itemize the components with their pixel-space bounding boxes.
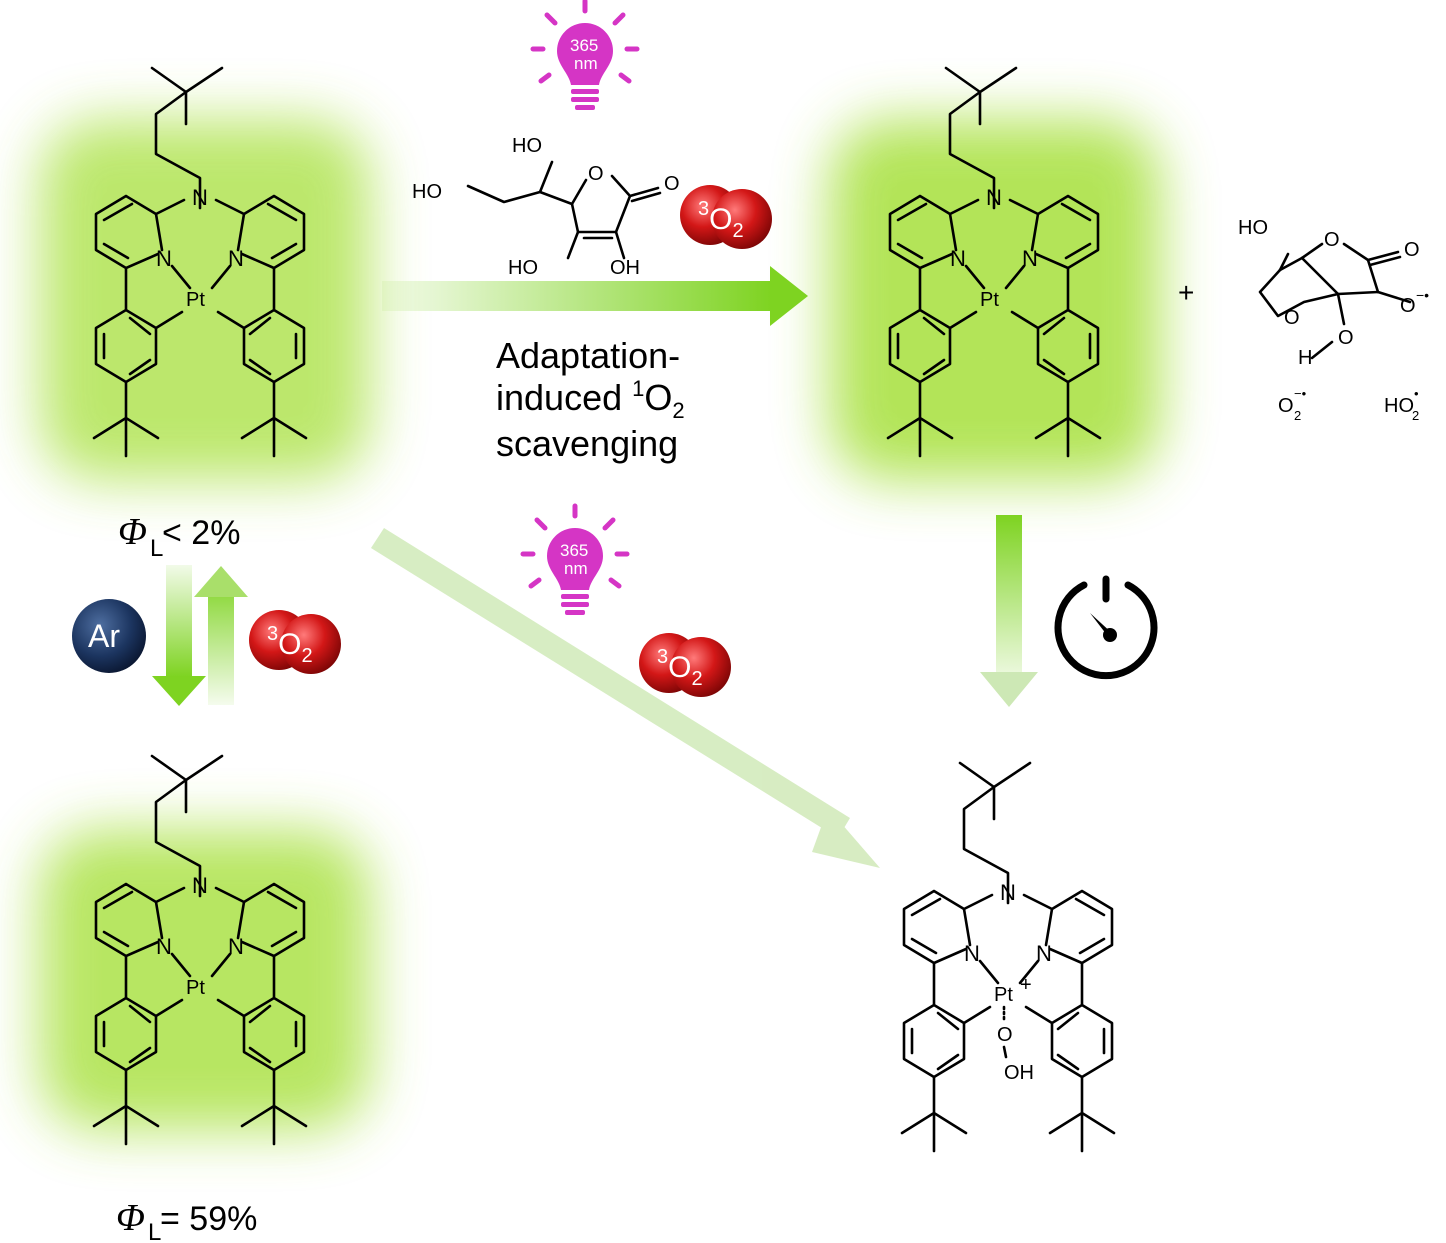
atom-n-right: N: [1022, 246, 1038, 271]
o2-base: O: [709, 203, 732, 236]
phi-value-top: < 2%: [162, 514, 240, 552]
quantum-yield-top: Φ L < 2%: [118, 511, 240, 562]
arrow-argon-down: [152, 565, 206, 706]
ascorbic-acid: HO HO O O HO OH: [412, 135, 680, 279]
ascorbate-ring-o: O: [588, 163, 604, 185]
process-line-3: scavenging: [496, 423, 678, 464]
hydroperoxyl-sub: 2: [1412, 408, 1419, 423]
atom-n-right: N: [228, 934, 244, 959]
quantum-yield-bottom: Φ L = 59%: [116, 1197, 257, 1243]
arrow-diagonal: [371, 528, 880, 868]
atom-n-right: N: [228, 246, 244, 271]
atom-oh-peroxo: OH: [1004, 1062, 1034, 1084]
process-line-2-sub: 2: [672, 398, 684, 423]
pt-complex-top-left: N N N Pt: [92, 66, 308, 458]
argon-icon: Ar: [72, 599, 146, 673]
ascorbate-ho-left: HO: [412, 181, 442, 203]
atom-pt: Pt: [186, 289, 205, 311]
product-dehydroascorbate: HO O O O O −• H O O 2 −• HO 2 •: [1238, 217, 1429, 423]
phi-symbol: Φ: [116, 1197, 145, 1239]
pt-complex-bottom-right-hydroperoxo: N N N Pt + O OH: [900, 761, 1116, 1153]
o2-sup: 3: [698, 198, 709, 220]
phi-value-bottom: = 59%: [160, 1200, 257, 1238]
bulb-365nm-icon-top: 365 nm: [530, 0, 640, 110]
svg-text:induced 1O2: induced 1O2: [496, 376, 685, 423]
glow-top-right: [830, 120, 1160, 480]
product-o-minus: O: [1400, 295, 1416, 317]
argon-label: Ar: [88, 618, 120, 654]
atom-n-right: N: [1036, 941, 1052, 966]
atom-n-bridge: N: [986, 185, 1002, 210]
plus-sign: +: [1178, 277, 1194, 308]
o2-base: O: [278, 628, 301, 661]
glow-bottom-left: [40, 830, 370, 1130]
o2-sub: 2: [691, 668, 702, 690]
atom-o-peroxo: O: [997, 1024, 1013, 1046]
product-h: H: [1298, 347, 1312, 369]
bulb-unit: nm: [564, 559, 588, 578]
phi-symbol: Φ: [118, 511, 147, 553]
product-carbonyl-o: O: [1404, 239, 1420, 261]
pt-complex-bottom-left: N N N Pt: [92, 754, 308, 1146]
process-line-2b: O: [644, 377, 672, 418]
triplet-oxygen-icon-diagonal: 3O2: [639, 633, 731, 697]
arrow-oxygen-up: [194, 566, 248, 705]
product-ring-o-top: O: [1324, 229, 1340, 251]
process-line-2-sup: 1: [632, 376, 644, 401]
atom-n-bridge: N: [192, 185, 208, 210]
process-line-1: Adaptation-: [496, 335, 680, 376]
o2-sup: 3: [657, 646, 668, 668]
product-ring-o-left: O: [1284, 307, 1300, 329]
charge-plus: +: [1020, 974, 1032, 996]
ascorbate-carbonyl-o: O: [664, 173, 680, 195]
hydroperoxyl-sup: •: [1414, 386, 1419, 401]
arrow-down-right: [980, 515, 1038, 707]
o2-sub: 2: [732, 220, 743, 242]
process-label: Adaptation- induced 1O2 scavenging: [496, 335, 685, 464]
ascorbate-oh-bottom-right: OH: [610, 257, 640, 279]
ascorbate-ho-bottom-left: HO: [508, 257, 538, 279]
o2-sup: 3: [267, 623, 278, 645]
product-ho: HO: [1238, 217, 1268, 239]
bulb-wavelength: 365: [570, 36, 598, 55]
svg-text:3O2: 3O2: [698, 198, 744, 242]
phi-subscript: L: [150, 535, 163, 562]
atom-pt: Pt: [994, 984, 1013, 1006]
superoxide-sub: 2: [1294, 408, 1301, 423]
o2-sub: 2: [301, 645, 312, 667]
superoxide: O: [1278, 395, 1294, 417]
pt-complex-top-right: N N N Pt: [886, 66, 1102, 458]
atom-n-left: N: [964, 941, 980, 966]
svg-text:3O2: 3O2: [657, 646, 703, 690]
o2-base: O: [668, 651, 691, 684]
ascorbate-ho-top: HO: [512, 135, 542, 157]
triplet-oxygen-icon-left: 3O2: [249, 610, 341, 674]
svg-text:3O2: 3O2: [267, 623, 313, 667]
glow-top-left: [40, 120, 370, 480]
hydroperoxyl: HO: [1384, 395, 1414, 417]
bulb-wavelength: 365: [560, 541, 588, 560]
arrow-top-right: [382, 266, 808, 326]
product-oh-o: O: [1338, 327, 1354, 349]
process-line-2a: induced: [496, 377, 632, 418]
triplet-oxygen-icon-top: 3O2: [680, 185, 772, 249]
product-radical-minus: −•: [1416, 287, 1429, 303]
atom-n-left: N: [156, 246, 172, 271]
atom-n-bridge: N: [192, 873, 208, 898]
atom-n-bridge: N: [1000, 880, 1016, 905]
phi-subscript: L: [148, 1219, 161, 1243]
superoxide-sup: −•: [1294, 386, 1307, 401]
atom-n-left: N: [156, 934, 172, 959]
atom-pt: Pt: [980, 289, 999, 311]
atom-n-left: N: [950, 246, 966, 271]
bulb-unit: nm: [574, 54, 598, 73]
timer-icon: [1054, 575, 1158, 680]
bulb-365nm-icon-diagonal: 365 nm: [520, 503, 630, 615]
atom-pt: Pt: [186, 977, 205, 999]
